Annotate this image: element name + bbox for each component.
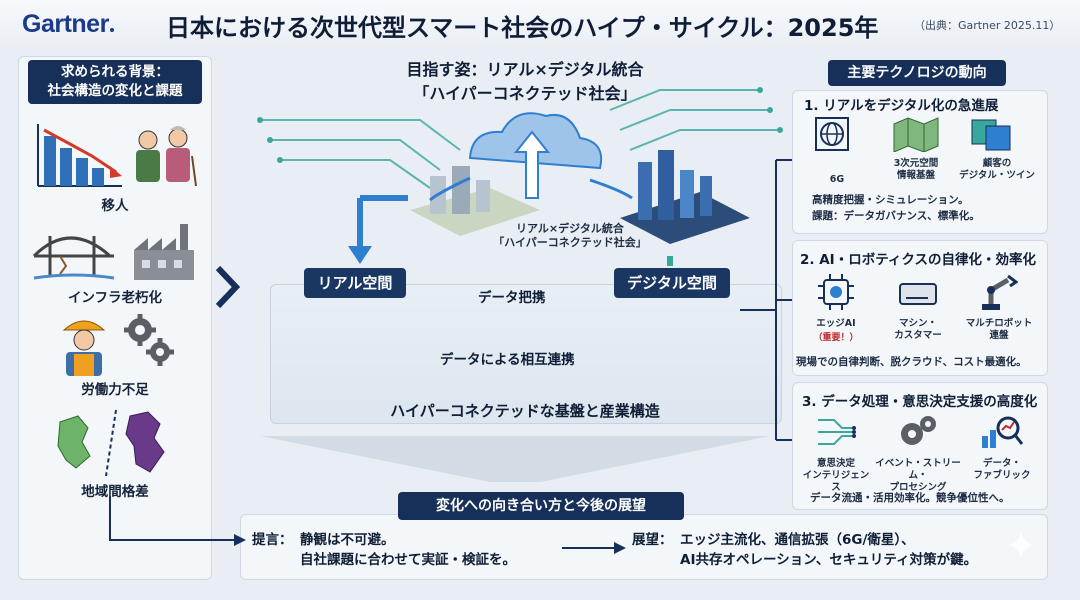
trend-box-3 xyxy=(792,382,1048,510)
trend3-item-label: 意思決定 インテリジェンス xyxy=(802,458,870,493)
trend1-item-label: 顧客の デジタル・ツイン xyxy=(959,158,1035,181)
integration-label: リアル×デジタル統合 「ハイパーコネクテッド社会」 xyxy=(470,222,670,250)
sparkle-icon xyxy=(1008,532,1034,558)
real-space-tag: リアル空間 xyxy=(304,268,406,298)
outlook-line2: AI共存オペレーション、セキュリティ対策が鍵。 xyxy=(680,552,978,568)
trend1-note1: 高精度把握・シミュレーション。 xyxy=(812,194,969,206)
left-item-label: 地域間格差 xyxy=(81,484,149,500)
gartner-logo: Gartner xyxy=(22,10,114,39)
bridge-factory-icon xyxy=(32,224,194,280)
goal-line1: 目指す姿：リアル×デジタル統合 xyxy=(406,60,644,79)
trend3-note1: データ流通・活用効率化。競争優位性へ。 xyxy=(810,492,1010,504)
trend2-item-label: エッジAI xyxy=(816,318,856,329)
trend2-item-label: マルチロボット 連盤 xyxy=(965,318,1033,341)
trend-title-3: 3. データ処理・意思決定支援の高度化 xyxy=(802,394,1038,410)
page-title: 日本における次世代型スマート社会のハイプ・サイクル：2025年 xyxy=(166,14,879,42)
trend3-item-label: データ・ ファブリック xyxy=(973,458,1031,481)
declining-bar-chart-elderly-icon xyxy=(37,124,197,187)
proposal-line2: 自社課題に合わせて実証・検証を。 xyxy=(300,552,516,568)
proposal-line1: 静観は不可避。 xyxy=(300,532,395,548)
center-stage xyxy=(270,284,782,424)
outlook-label: 展望： xyxy=(632,532,673,548)
flow-top-label: データ把携 xyxy=(478,290,546,306)
gears-icon xyxy=(901,416,936,445)
arrow-right-icon xyxy=(562,542,626,554)
header-bar xyxy=(0,0,1080,50)
trend-box-1 xyxy=(792,90,1048,234)
proposal-label: 提言： xyxy=(252,532,293,548)
robot-arm-icon xyxy=(982,274,1018,310)
connector-arrow xyxy=(109,496,246,546)
trend2-note1: 現場での自律判断、脱クラウド、コスト最適化。 xyxy=(796,356,1027,368)
trend-title-2: 2. AI・ロボティクスの自律化・効率化 xyxy=(800,252,1036,268)
ai-chip-icon xyxy=(818,274,854,310)
key-tech-tag: 主要テクノロジの動向 xyxy=(828,60,1006,86)
left-item-label: 労働力不足 xyxy=(81,382,149,398)
regional-map-icon xyxy=(57,409,165,477)
background-tag: 求められる背景： 社会構造の変化と課題 xyxy=(28,60,202,104)
circuit-icon xyxy=(818,419,856,445)
trend1-note2: 課題：データガバナンス、標準化。 xyxy=(812,210,980,222)
left-item-label: 移人 xyxy=(101,198,129,214)
base-label: ハイパーコネクテッドな基盤と産業構造 xyxy=(390,402,660,420)
connector-bracket xyxy=(740,159,792,441)
source-note: （出典：Gartner 2025.11） xyxy=(914,19,1061,32)
trend3-item-label: イベント・ストリーム・ プロセシング xyxy=(875,458,961,493)
flow-bottom-label: データによる相互連携 xyxy=(440,352,575,368)
digital-space-tag: デジタル空間 xyxy=(614,268,730,298)
outlook-line1: エッジ主流化、通信拡張（6G/衛星）、 xyxy=(680,532,915,548)
arrow-right-icon xyxy=(215,265,241,309)
background-tag-line2: 社会構造の変化と課題 xyxy=(47,83,183,99)
trend2-item-highlight: （重要！） xyxy=(813,333,859,343)
outlook-tag: 変化への向き合い方と今後の展望 xyxy=(398,492,684,520)
background-tag-line1: 求められる背景： xyxy=(61,64,169,80)
trend1-item-label: 6G xyxy=(829,174,845,185)
trend-title-1: 1. リアルをデジタル化の急進展 xyxy=(804,98,999,114)
trend2-item-label: マシン・ カスタマー xyxy=(894,318,942,341)
goal-heading: 目指す姿：リアル×デジタル統合 「ハイパーコネクテッド社会」 xyxy=(370,58,680,106)
server-icon xyxy=(899,283,937,305)
integration-line2: 「ハイパーコネクテッド社会」 xyxy=(493,236,647,249)
trend-box-2 xyxy=(792,240,1048,376)
trend1-item-label: 3次元空間 情報基盤 xyxy=(893,158,939,181)
magnifier-chart-icon xyxy=(982,416,1024,448)
left-item-label: インフラ老朽化 xyxy=(67,290,163,306)
globe-icon xyxy=(815,117,849,151)
worker-gears-icon xyxy=(62,314,174,376)
goal-line2: 「ハイパーコネクテッド社会」 xyxy=(413,84,637,103)
3d-map-icon xyxy=(893,117,939,152)
integration-line1: リアル×デジタル統合 xyxy=(516,222,624,235)
digital-twin-icon xyxy=(971,119,1011,151)
